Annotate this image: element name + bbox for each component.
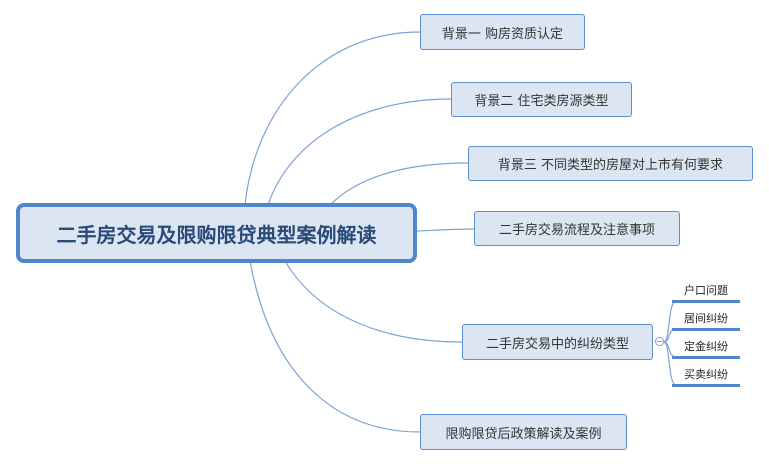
topic-label: 二手房交易中的纠纷类型	[485, 336, 629, 352]
connector-3	[329, 162, 469, 206]
subtopic-sale[interactable]: 买卖纠纷	[672, 368, 740, 387]
topic-background-2[interactable]: 背景二 住宅类房源类型	[451, 82, 632, 117]
topic-label: 背景一 购房资质认定	[441, 26, 564, 42]
sub-connector-4	[663, 341, 677, 386]
topic-dispute-types[interactable]: 二手房交易中的纠纷类型	[462, 324, 653, 360]
topic-label: 背景三 不同类型的房屋对上市有何要求	[497, 158, 724, 173]
connector-5	[284, 260, 463, 343]
subtopic-agency[interactable]: 居间纠纷	[672, 312, 740, 331]
topic-label: 二手房交易流程及注意事项	[498, 223, 655, 238]
connector-6	[249, 260, 421, 433]
root-topic-label: 二手房交易及限购限贷典型案例解读	[56, 222, 377, 247]
topic-background-1[interactable]: 背景一 购房资质认定	[420, 14, 585, 50]
topic-label: 限购限贷后政策解读及案例	[445, 426, 602, 442]
connector-4	[416, 228, 475, 232]
connector-2	[267, 98, 452, 206]
collapse-toggle-icon[interactable]	[655, 337, 664, 346]
connector-1	[244, 31, 421, 206]
subtopic-hukou[interactable]: 户口问题	[672, 284, 740, 303]
topic-label: 背景二 住宅类房源类型	[474, 94, 609, 109]
subtopic-deposit[interactable]: 定金纠纷	[672, 340, 740, 359]
root-topic[interactable]: 二手房交易及限购限贷典型案例解读	[16, 203, 417, 263]
topic-background-3[interactable]: 背景三 不同类型的房屋对上市有何要求	[468, 146, 753, 181]
topic-process[interactable]: 二手房交易流程及注意事项	[474, 211, 680, 246]
topic-policy[interactable]: 限购限贷后政策解读及案例	[420, 414, 627, 450]
